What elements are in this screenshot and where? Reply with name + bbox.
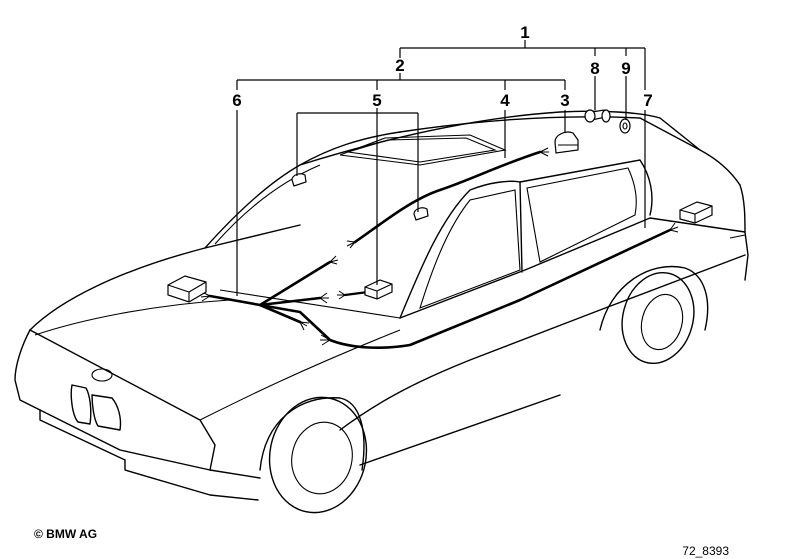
callout-7: 7 [643,91,652,110]
plug-9 [619,118,631,134]
component-parts [167,109,713,303]
image-reference: 72_8393 [682,544,729,558]
callout-6: 6 [232,91,241,110]
interior-lamp [554,131,579,154]
callout-8: 8 [590,59,599,78]
callout-1: 1 [520,23,529,42]
callout-4: 4 [500,91,510,110]
sensor-left [291,173,307,187]
callout-2: 2 [395,56,404,75]
callout-3: 3 [560,91,569,110]
control-module-rear [679,201,713,224]
connector-ends [200,147,679,346]
callout-5: 5 [372,91,381,110]
wiring-harness [208,150,672,350]
callout-labels: 1 2 3 4 5 6 7 8 9 [232,23,652,110]
car-illustration [14,110,749,514]
callout-9: 9 [621,59,630,78]
leader-lines [236,40,646,296]
control-module-5 [364,279,393,300]
copyright-label: © BMW AG [34,527,97,541]
control-module-front [167,275,207,303]
sensor-right [413,207,429,221]
